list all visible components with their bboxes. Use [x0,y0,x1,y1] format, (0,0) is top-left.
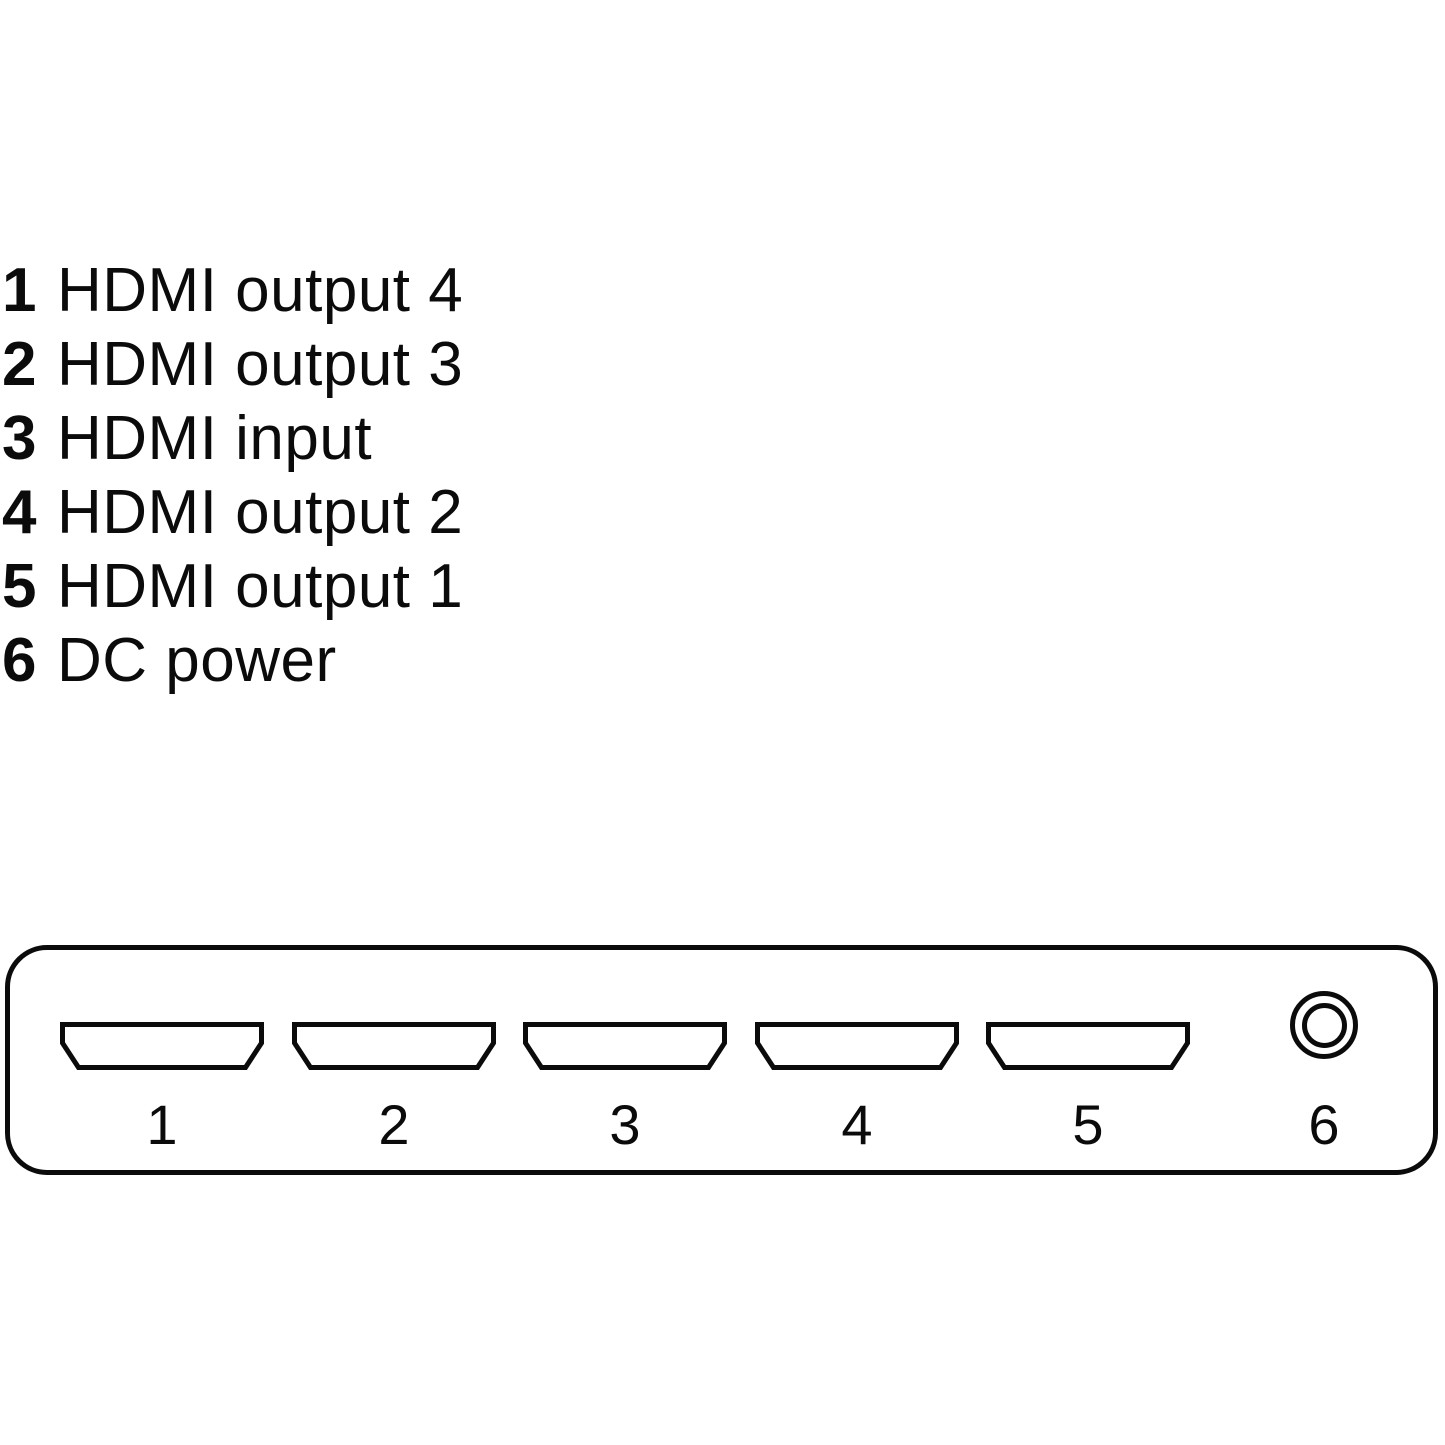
legend-item-number: 2 [2,329,37,399]
legend-item: 6 DC power [2,623,463,697]
legend-item: 4 HDMI output 2 [2,475,463,549]
legend-item-number: 5 [2,551,37,621]
legend-item-label: HDMI input [57,403,373,473]
legend-item-label: DC power [57,625,337,695]
legend-item-label: HDMI output 4 [57,255,464,325]
legend: 1 HDMI output 4 2 HDMI output 3 3 HDMI i… [2,253,463,697]
legend-item-number: 4 [2,477,37,547]
legend-item: 2 HDMI output 3 [2,327,463,401]
hdmi-port-5 [986,1022,1190,1070]
port-number-label: 3 [609,1093,641,1156]
port-number-label: 5 [1072,1093,1104,1156]
port-number-label: 1 [146,1093,178,1156]
hdmi-port-icon [986,1022,1190,1070]
legend-item-label: HDMI output 2 [57,477,464,547]
hdmi-port-1 [60,1022,264,1070]
hdmi-port-4 [755,1022,959,1070]
dc-power-jack-pin [1301,1002,1347,1048]
hdmi-port-2 [292,1022,496,1070]
legend-item-label: HDMI output 1 [57,551,464,621]
hdmi-port-icon [523,1022,727,1070]
legend-item-number: 3 [2,403,37,473]
port-number-label: 6 [1308,1093,1340,1156]
legend-item: 3 HDMI input [2,401,463,475]
legend-item: 5 HDMI output 1 [2,549,463,623]
dc-power-jack-icon [1290,991,1358,1059]
legend-item-label: HDMI output 3 [57,329,464,399]
legend-item-number: 1 [2,255,37,325]
port-number-label: 4 [841,1093,873,1156]
legend-item: 1 HDMI output 4 [2,253,463,327]
hdmi-port-icon [755,1022,959,1070]
port-number-label: 2 [378,1093,410,1156]
hdmi-port-icon [60,1022,264,1070]
hdmi-port-3 [523,1022,727,1070]
hdmi-port-icon [292,1022,496,1070]
legend-item-number: 6 [2,625,37,695]
